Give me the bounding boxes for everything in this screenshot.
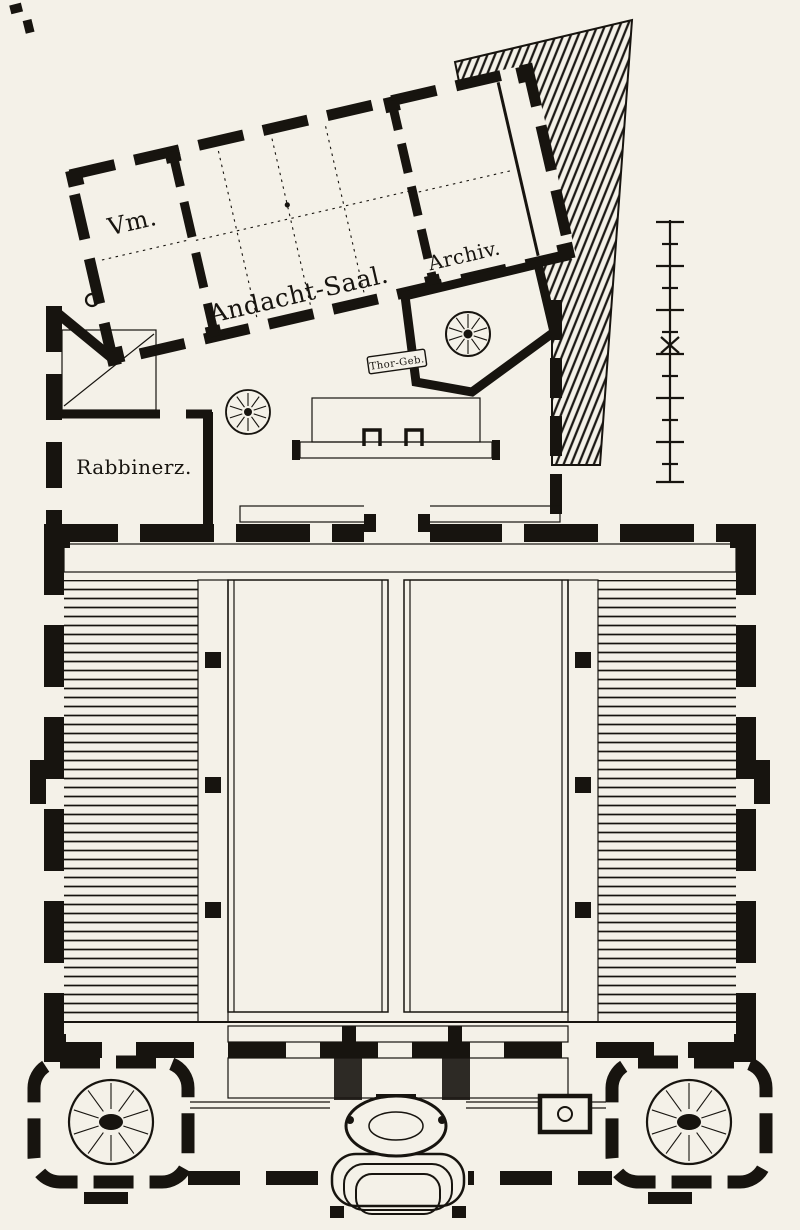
thor-geb-box: Thor-Geb. bbox=[366, 348, 428, 375]
entrance-steps bbox=[330, 1152, 466, 1218]
stair-tower-west bbox=[27, 1055, 195, 1189]
porch-column bbox=[84, 292, 100, 308]
annex-outer-wall bbox=[63, 62, 578, 367]
south-steps-band bbox=[227, 1025, 569, 1043]
pew-bank-center-left bbox=[227, 579, 389, 1013]
vestibule-pier-right bbox=[442, 1056, 470, 1100]
stair-diagonal bbox=[63, 333, 155, 407]
gallery-band bbox=[63, 543, 737, 573]
tower-foot-east bbox=[648, 1192, 692, 1204]
oval-vestibule bbox=[344, 1094, 448, 1158]
vestibule bbox=[27, 1055, 773, 1218]
pew-bank-west bbox=[64, 580, 198, 1020]
annex-partition-vm bbox=[167, 150, 220, 338]
scale-bar bbox=[656, 220, 684, 484]
wing-connector-wall bbox=[52, 308, 116, 362]
spiral-stair-annex bbox=[445, 311, 491, 357]
tower-foot-west bbox=[84, 1192, 128, 1204]
transition-court: Thor-Geb. bbox=[292, 300, 562, 524]
service-fixture bbox=[557, 1106, 573, 1122]
spiral-stair-west bbox=[67, 1078, 155, 1166]
main-hall bbox=[30, 502, 770, 1062]
pew-bank-east bbox=[598, 580, 736, 1020]
annex-partition-archiv bbox=[387, 99, 439, 287]
scan-artifacts bbox=[9, 2, 35, 34]
saal-center-mark bbox=[284, 202, 290, 208]
left-wing: Rabbinerz. bbox=[46, 306, 271, 533]
room-label-rabbinerz: Rabbinerz. bbox=[76, 455, 192, 479]
east-buttress bbox=[754, 760, 770, 804]
vestibule-pier-left bbox=[334, 1056, 362, 1100]
small-service-room bbox=[537, 1093, 593, 1135]
door-post-left bbox=[362, 428, 382, 446]
west-buttress bbox=[30, 760, 46, 804]
ceiling-dotted-lines bbox=[101, 126, 515, 319]
spiral-stair-east bbox=[645, 1078, 733, 1166]
annex-wing: Vm. Andacht-Saal. Archiv. bbox=[63, 62, 578, 367]
door-post-right bbox=[404, 428, 424, 446]
fan-stair bbox=[225, 389, 271, 435]
annex-partition-stair bbox=[496, 81, 540, 257]
hall-columns bbox=[205, 652, 591, 918]
stair-tower-east bbox=[605, 1055, 773, 1189]
wing-door-gap bbox=[160, 406, 186, 420]
